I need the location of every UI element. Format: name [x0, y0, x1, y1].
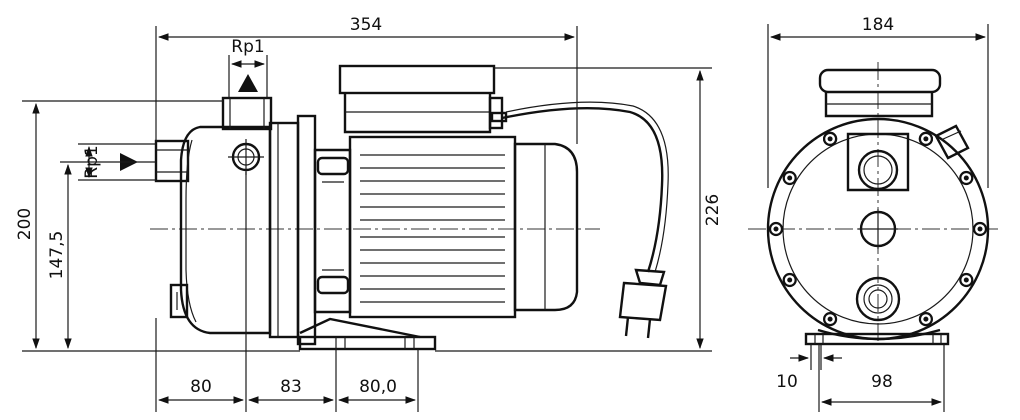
dim-foot-thickness-label: 10 [776, 372, 798, 392]
terminal-box [338, 64, 508, 134]
priming-plug [228, 139, 264, 175]
power-cable [501, 101, 669, 273]
dim-overall-length-label: 354 [350, 15, 382, 35]
dim-bottom-1-label: 80 [190, 377, 212, 397]
pump-housing [169, 125, 272, 335]
dim-foot-thickness: 10 [776, 344, 842, 392]
dim-overall-length: 354 [155, 15, 578, 144]
dim-bottom-2-label: 83 [280, 377, 302, 397]
dim-axis-height-label: 147,5 [47, 231, 67, 280]
flange-bolt-center [977, 226, 983, 232]
flange-bolt-center [827, 136, 833, 142]
front-view: 184 98 10 [748, 15, 1000, 412]
dim-discharge-label: Rp1 [231, 37, 264, 57]
front-bolts [768, 131, 988, 327]
dim-front-width: 184 [767, 15, 989, 188]
flange-bolt-center [787, 175, 793, 181]
dim-axis-height: 147,5 [47, 161, 156, 350]
bearing-bracket [313, 148, 352, 314]
dim-foot-width: 98 [818, 344, 945, 412]
dim-front-width-label: 184 [862, 15, 894, 35]
front-cable-gland [934, 124, 970, 160]
discharge-port [221, 96, 273, 131]
discharge-flow-arrow-icon [238, 74, 258, 92]
flange-bolt-center [923, 136, 929, 142]
cooling-fins [360, 154, 505, 303]
pump-flange [268, 114, 317, 346]
front-foot [804, 328, 950, 346]
dim-total-height-label: 200 [15, 208, 35, 240]
dim-total-height: 200 [15, 100, 300, 352]
power-plug [618, 268, 668, 339]
dim-foot-width-label: 98 [871, 372, 893, 392]
dim-bottom-chain: 80 83 80,0 [155, 172, 419, 412]
front-suction-port [855, 276, 901, 322]
motor-body [348, 135, 579, 319]
pump-foot [298, 317, 437, 351]
dim-motor-height: 226 [435, 67, 723, 352]
flange-bolt-center [787, 277, 793, 283]
front-center-boss [858, 209, 898, 249]
front-discharge-port [846, 132, 910, 192]
flange-bolt-center [963, 175, 969, 181]
dim-motor-height-label: 226 [703, 194, 723, 226]
dim-bottom-3-label: 80,0 [359, 377, 397, 397]
flange-bolt-center [923, 316, 929, 322]
flange-bolt-center [773, 226, 779, 232]
front-motor-top [818, 68, 942, 118]
flange-bolt-center [827, 316, 833, 322]
dim-discharge-rp1: Rp1 [228, 37, 268, 98]
side-view: 354 Rp1 Rp1 200 147,5 [15, 15, 723, 412]
flange-bolt-center [963, 277, 969, 283]
